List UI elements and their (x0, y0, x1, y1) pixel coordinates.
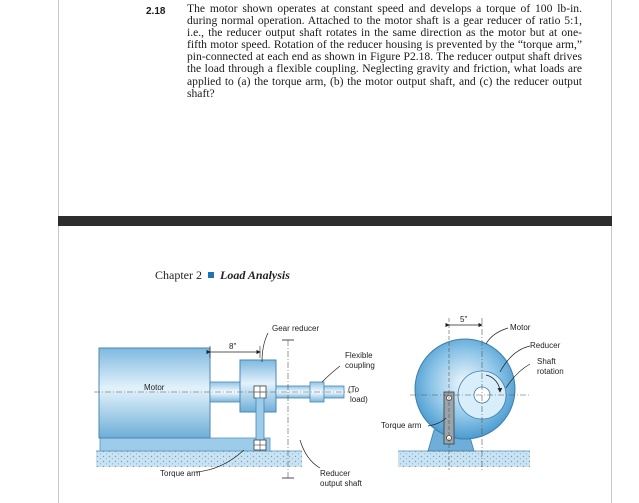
ground-right (398, 451, 530, 467)
ground-left (96, 451, 302, 467)
frame-right-border (611, 0, 612, 216)
label-rotation: rotation (537, 367, 564, 376)
chapter-label: Chapter 2 (155, 268, 202, 282)
label-reducer: Reducer (320, 469, 351, 478)
label-load: load) (350, 395, 368, 404)
label-coupling: coupling (345, 361, 375, 370)
problem-text: The motor shown operates at constant spe… (187, 2, 582, 100)
frame-left-border-lower (58, 226, 59, 503)
heading-bullet (208, 272, 214, 278)
base-plate (99, 437, 271, 452)
torque-arm-side (255, 397, 265, 445)
end-view: 5" Motor Reducer Shaft rotation Torque a… (381, 315, 564, 470)
label-torque-arm: Torque arm (160, 469, 201, 478)
label-5in: 5" (460, 315, 467, 324)
label-motor-right: Motor (510, 323, 531, 332)
chapter-heading: Chapter 2 Load Analysis (155, 268, 290, 283)
label-flexible: Flexible (345, 351, 373, 360)
frame-right-border-lower (611, 226, 612, 503)
page-divider (58, 216, 612, 226)
label-output-shaft: output shaft (320, 479, 363, 488)
motor-body (98, 347, 211, 439)
label-8in: 8" (229, 342, 236, 351)
rotation-arrow (485, 374, 503, 393)
label-gear-reducer: Gear reducer (272, 324, 319, 333)
label-to: (To (348, 385, 360, 394)
side-view: Gear reducer 8" Flexible coupling Motor … (94, 324, 375, 488)
label-reducer-right: Reducer (530, 341, 561, 350)
problem-number: 2.18 (146, 6, 166, 17)
label-shaft: Shaft (537, 357, 556, 366)
label-torque-arm-right: Torque arm (381, 421, 422, 430)
chapter-title: Load Analysis (220, 268, 290, 282)
label-motor: Motor (144, 383, 165, 392)
frame-left-border (58, 0, 59, 216)
